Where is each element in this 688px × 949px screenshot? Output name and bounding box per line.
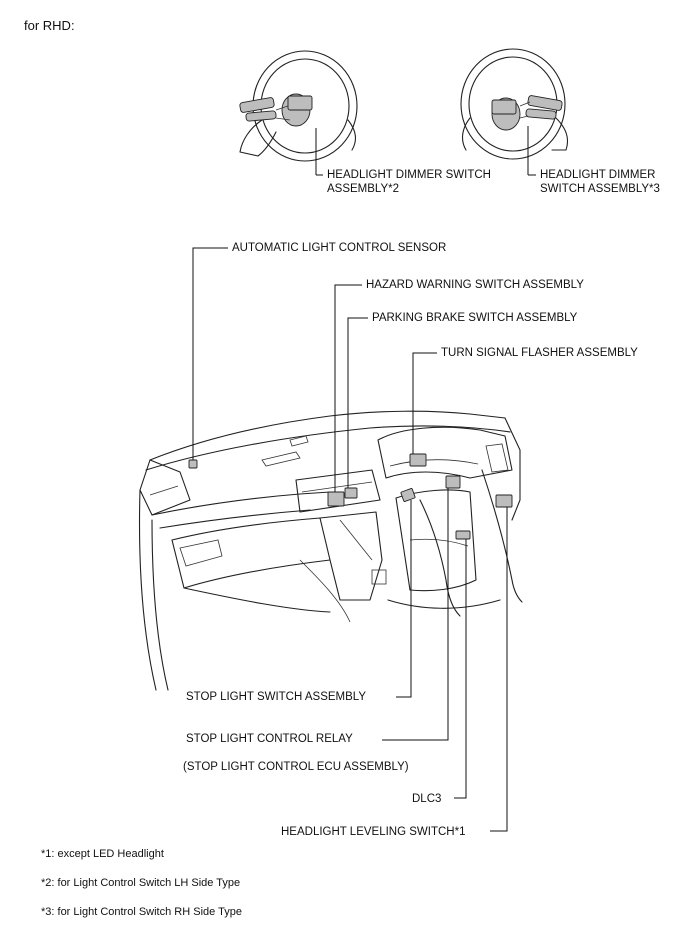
label-stop-light-switch: STOP LIGHT SWITCH ASSEMBLY bbox=[186, 691, 367, 703]
label-stop-light-relay: STOP LIGHT CONTROL RELAY bbox=[186, 733, 353, 745]
dlc3-part bbox=[455, 530, 471, 540]
turn-signal-flasher-part bbox=[409, 453, 427, 467]
label-hazard-switch: HAZARD WARNING SWITCH ASSEMBLY bbox=[366, 279, 584, 291]
label-dimmer-rh-line2: SWITCH ASSEMBLY*3 bbox=[540, 183, 660, 195]
label-parking-brake-switch: PARKING BRAKE SWITCH ASSEMBLY bbox=[372, 312, 578, 324]
page-title: for RHD: bbox=[24, 18, 75, 33]
steering-wheel-rh-illustration bbox=[460, 48, 569, 160]
label-leveling-switch: HEADLIGHT LEVELING SWITCH*1 bbox=[281, 826, 466, 838]
leveling-switch-part bbox=[495, 494, 513, 508]
hazard-switch-part bbox=[327, 491, 345, 507]
auto-light-sensor-part bbox=[188, 459, 198, 469]
instrument-panel-illustration bbox=[138, 410, 523, 691]
footnote-3: *3: for Light Control Switch RH Side Typ… bbox=[41, 906, 242, 918]
label-stop-light-ecu: (STOP LIGHT CONTROL ECU ASSEMBLY) bbox=[183, 761, 409, 773]
parking-brake-switch-part bbox=[344, 487, 358, 499]
label-auto-light-sensor: AUTOMATIC LIGHT CONTROL SENSOR bbox=[232, 242, 447, 254]
label-turn-signal-flasher: TURN SIGNAL FLASHER ASSEMBLY bbox=[441, 347, 638, 359]
label-dimmer-lh-line1: HEADLIGHT DIMMER SWITCH bbox=[327, 169, 491, 181]
stop-light-relay-part bbox=[445, 475, 461, 489]
label-dimmer-rh-line1: HEADLIGHT DIMMER bbox=[540, 169, 656, 181]
footnote-1: *1: except LED Headlight bbox=[41, 848, 164, 860]
label-dlc3: DLC3 bbox=[412, 793, 442, 805]
steering-wheel-lh-illustration bbox=[239, 50, 358, 162]
footnote-2: *2: for Light Control Switch LH Side Typ… bbox=[41, 877, 241, 889]
stop-light-switch-part bbox=[400, 488, 416, 502]
leader-lines bbox=[192, 247, 508, 832]
label-dimmer-lh-line2: ASSEMBLY*2 bbox=[327, 183, 400, 195]
